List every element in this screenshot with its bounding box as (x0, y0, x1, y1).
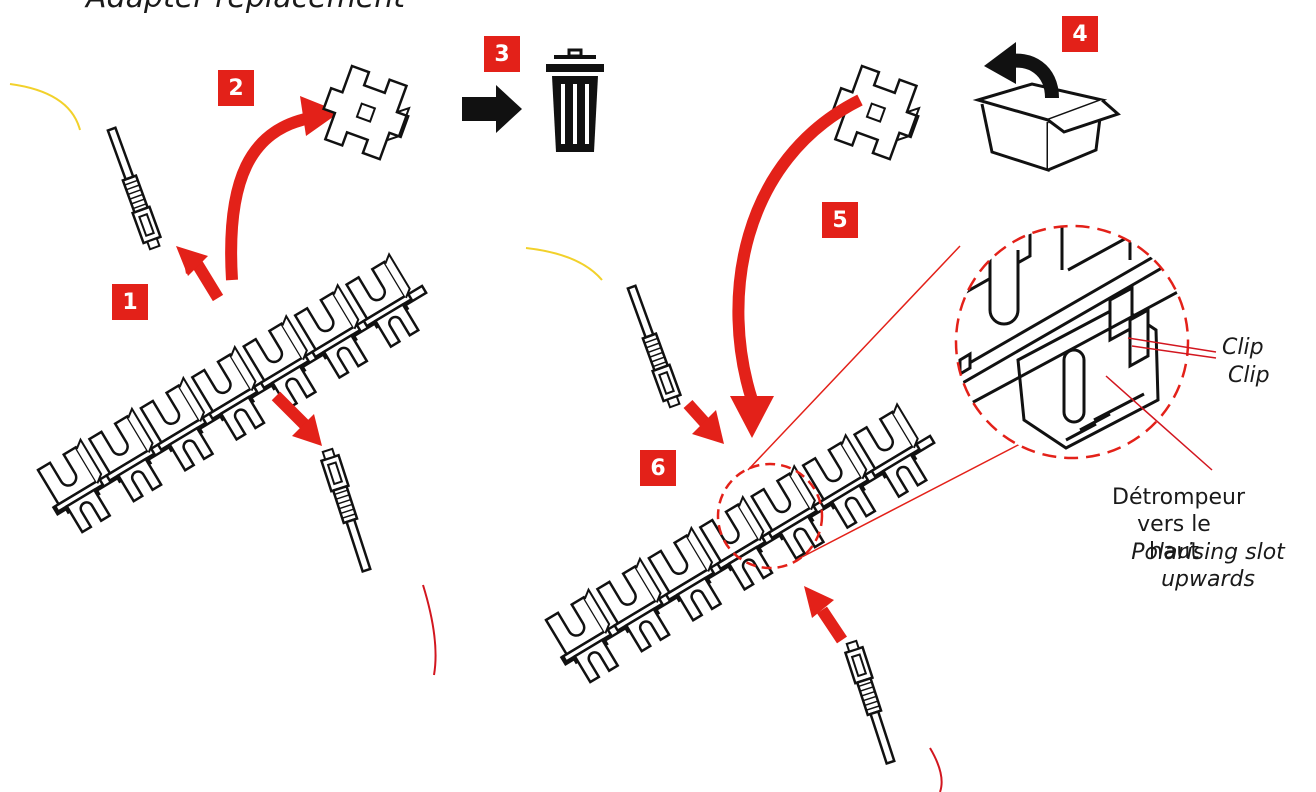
connector-upper-right (623, 284, 683, 409)
connector-upper-left (103, 126, 163, 251)
arrow-step1-body (196, 262, 218, 298)
clip-label-top: Clip (1222, 334, 1264, 361)
arrow-step2 (231, 118, 310, 280)
step-badge-1: 1 (112, 284, 148, 320)
fiber-yellow-left (10, 84, 80, 130)
adapter-panel-left (31, 248, 441, 538)
trash-bin-icon (546, 50, 604, 152)
detail-zoom-large (940, 214, 1200, 458)
fiber-yellow-right (526, 248, 602, 280)
clip-label-bottom: Clip (1228, 362, 1270, 389)
polarising-en-line1: Polarising slot (1102, 539, 1314, 566)
arrow-step5 (738, 100, 860, 400)
polarising-label-en: Polarising slot upwards (1102, 539, 1314, 593)
page-title: Adapter replacement (86, 0, 405, 15)
arrow-right-icon (462, 85, 522, 133)
adapter-panel-right (539, 398, 949, 688)
arrow-step5-head (730, 396, 774, 438)
step-badge-4: 4 (1062, 16, 1098, 52)
fiber-red-right (930, 748, 942, 792)
connector-lower-left (319, 448, 375, 573)
polarising-en-line2: upwards (1102, 566, 1314, 593)
step-badge-5: 5 (822, 202, 858, 238)
step-badge-6: 6 (640, 450, 676, 486)
step-badge-2: 2 (218, 70, 254, 106)
step-badge-3: 3 (484, 36, 520, 72)
fiber-red-left (423, 585, 436, 675)
connector-lower-right (843, 640, 899, 765)
polarising-fr-line1: Détrompeur (1112, 484, 1236, 511)
